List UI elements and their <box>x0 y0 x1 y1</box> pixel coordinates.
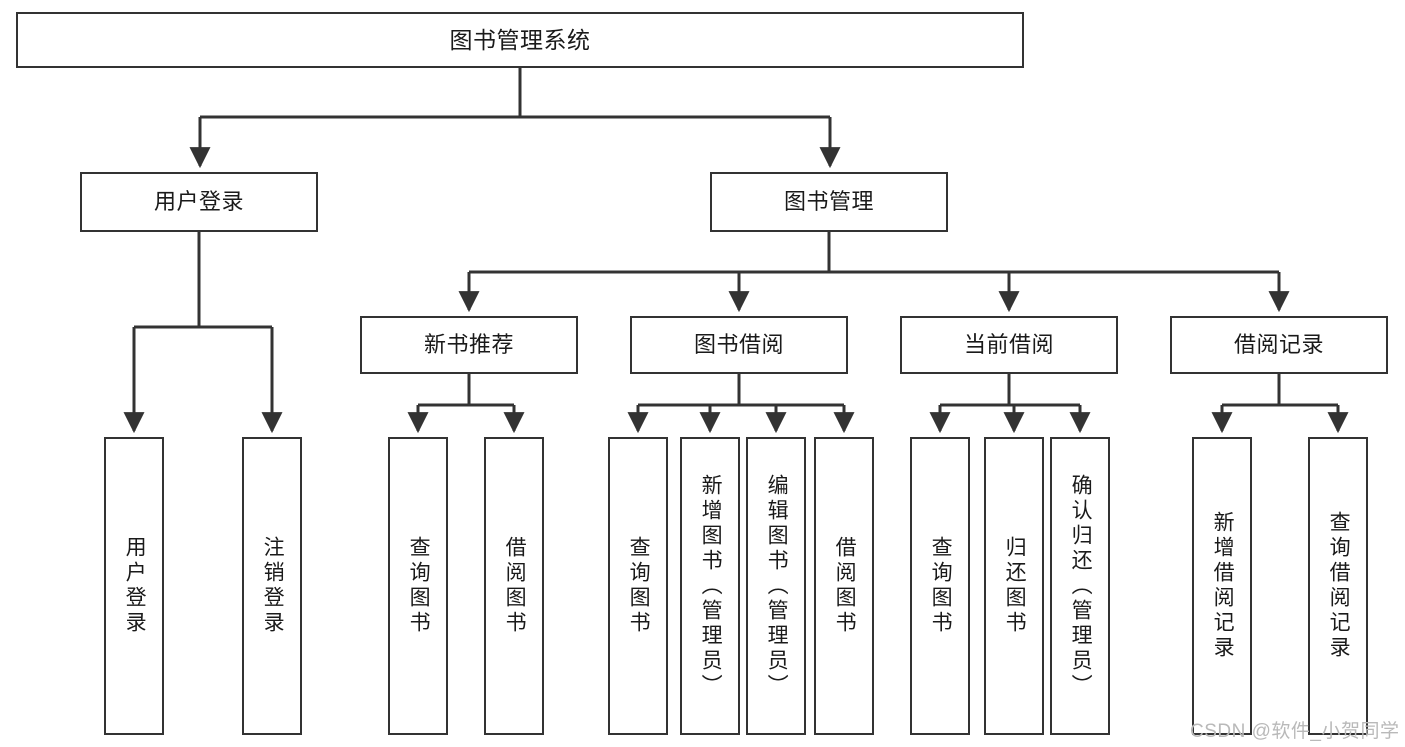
leaf-query-book-newbook[interactable]: 查询图书 <box>388 437 448 735</box>
node-book-borrow[interactable]: 图书借阅 <box>630 316 848 374</box>
leaf-add-borrow-record[interactable]: 新增借阅记录 <box>1192 437 1252 735</box>
node-book-management[interactable]: 图书管理 <box>710 172 948 232</box>
node-root[interactable]: 图书管理系统 <box>16 12 1024 68</box>
node-user-login[interactable]: 用户登录 <box>80 172 318 232</box>
leaf-add-book-admin[interactable]: 新增图书（管理员） <box>680 437 740 735</box>
node-current-borrow[interactable]: 当前借阅 <box>900 316 1118 374</box>
node-borrow-record[interactable]: 借阅记录 <box>1170 316 1388 374</box>
leaf-confirm-return-admin[interactable]: 确认归还（管理员） <box>1050 437 1110 735</box>
node-new-book-recommend[interactable]: 新书推荐 <box>360 316 578 374</box>
leaf-query-borrow-record[interactable]: 查询借阅记录 <box>1308 437 1368 735</box>
leaf-edit-book-admin[interactable]: 编辑图书（管理员） <box>746 437 806 735</box>
leaf-query-book-current[interactable]: 查询图书 <box>910 437 970 735</box>
leaf-borrow-book-newbook[interactable]: 借阅图书 <box>484 437 544 735</box>
leaf-query-book-borrow[interactable]: 查询图书 <box>608 437 668 735</box>
leaf-user-logout[interactable]: 注销登录 <box>242 437 302 735</box>
leaf-user-login[interactable]: 用户登录 <box>104 437 164 735</box>
leaf-return-book[interactable]: 归还图书 <box>984 437 1044 735</box>
leaf-borrow-book[interactable]: 借阅图书 <box>814 437 874 735</box>
